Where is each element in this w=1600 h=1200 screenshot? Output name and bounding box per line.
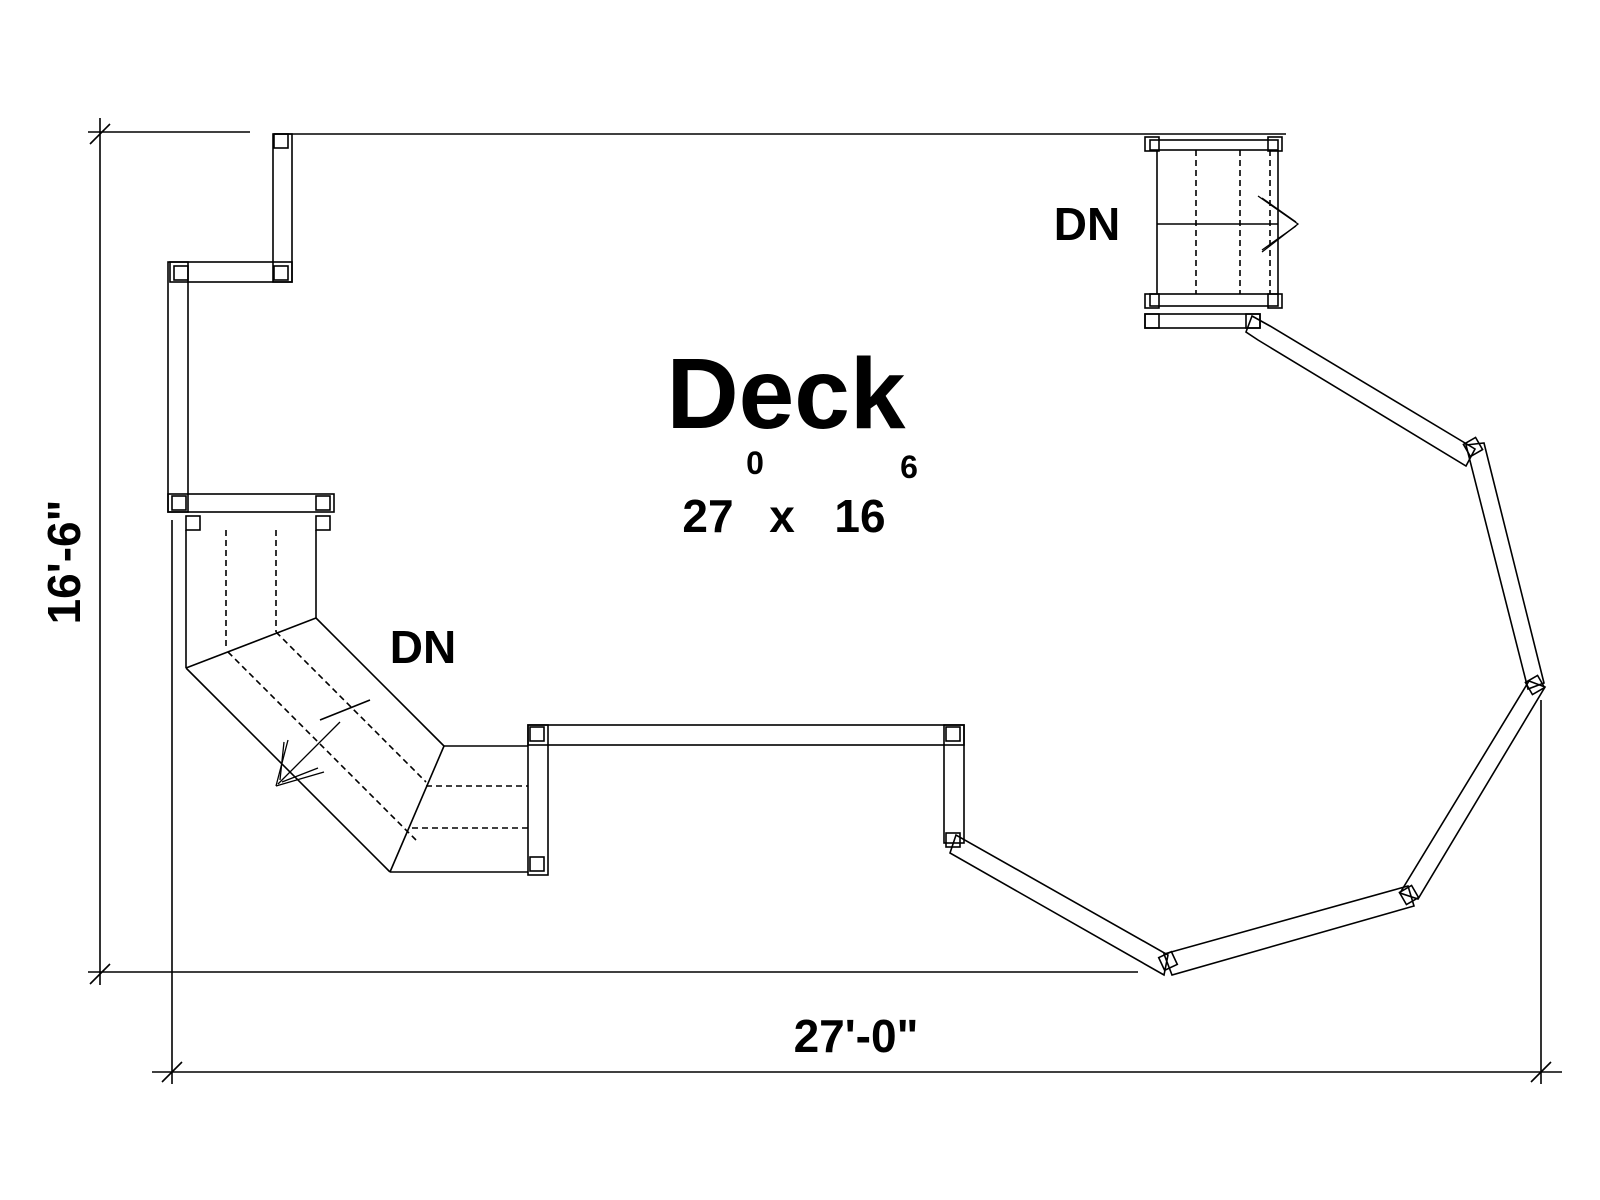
- dimension-line-depth: [88, 118, 1138, 985]
- size-depth-feet: 16: [834, 490, 885, 542]
- stair-lower-left: [185, 530, 528, 873]
- overall-width-label: 27'-0": [794, 1010, 919, 1062]
- deck-posts: [171, 133, 1546, 972]
- dimension-line-width: [152, 520, 1562, 1084]
- overall-depth-label: 16'-6": [38, 500, 90, 625]
- stair-down-label-lower: DN: [390, 621, 456, 673]
- size-times: x: [769, 490, 795, 542]
- stair-down-label-top: DN: [1054, 198, 1120, 250]
- room-size-label: 27 0 x 16 6: [682, 445, 917, 542]
- stair-top-right: [1144, 139, 1300, 329]
- room-name: Deck: [666, 338, 905, 450]
- size-depth-inches: 6: [900, 449, 918, 485]
- deck-outline: [167, 133, 1547, 977]
- size-width-inches: 0: [746, 445, 764, 481]
- size-width-feet: 27: [682, 490, 733, 542]
